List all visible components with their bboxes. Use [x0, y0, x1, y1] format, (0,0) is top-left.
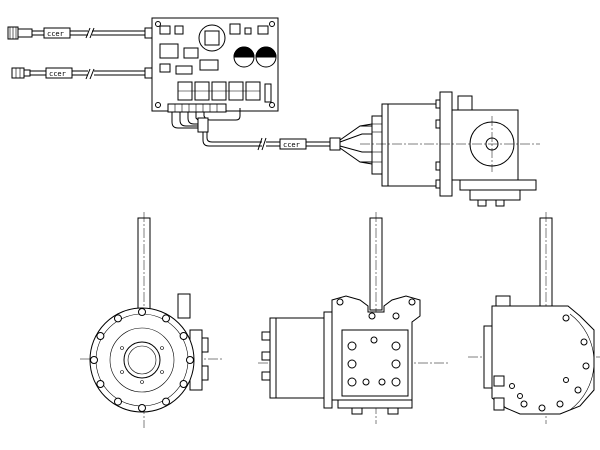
- top-assembly: ccer ccer: [7, 17, 540, 207]
- front-view: [80, 212, 222, 428]
- flange-bolts: [90, 308, 194, 412]
- side-view: [258, 212, 450, 424]
- wire-harness: ccer: [171, 108, 373, 165]
- rear-view: [468, 212, 600, 424]
- cable-label-second: ccer: [49, 70, 66, 78]
- rear-bolts: [509, 314, 590, 412]
- connector-second: ccer: [11, 67, 154, 80]
- connector-top: ccer: [7, 26, 154, 40]
- side-bolts: [347, 336, 401, 387]
- motor-top-view: [360, 91, 540, 207]
- cable-label-top: ccer: [47, 30, 64, 38]
- circuit-board: [151, 17, 279, 113]
- cable-label-bundle: ccer: [283, 141, 300, 149]
